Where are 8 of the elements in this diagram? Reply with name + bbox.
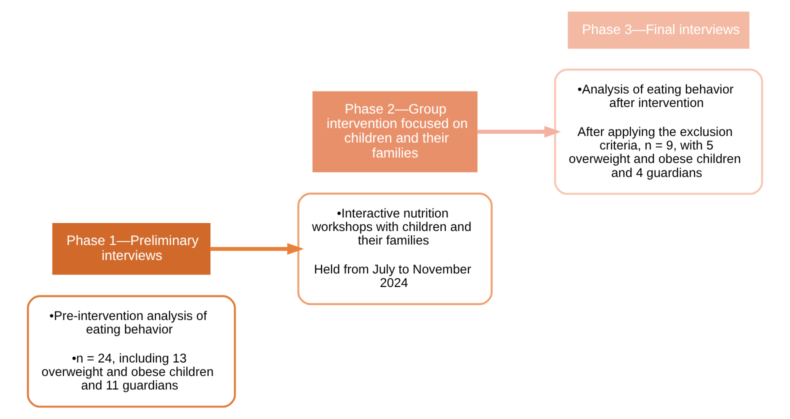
- node-box: •Pre-intervention analysis of eating behavior •n = 24, including 13 overweight and obese children and 11 guardians: [26, 295, 236, 408]
- node-box: •Analysis of eating behavior after intervention After applying the exclusion criteria, n = 9, with 5 overweight and obese children and 4 guardians: [554, 68, 764, 195]
- node-box: Phase 1—Preliminary interviews: [52, 223, 210, 275]
- node-box: Phase 3—Final interviews: [568, 12, 750, 49]
- arrow: [210, 243, 304, 255]
- node-box: •Interactive nutrition workshops with children and their families Held from July to November 2024: [297, 192, 493, 306]
- arrow: [477, 126, 561, 138]
- node-box: Phase 2—Group intervention focused on children and their families: [312, 91, 478, 172]
